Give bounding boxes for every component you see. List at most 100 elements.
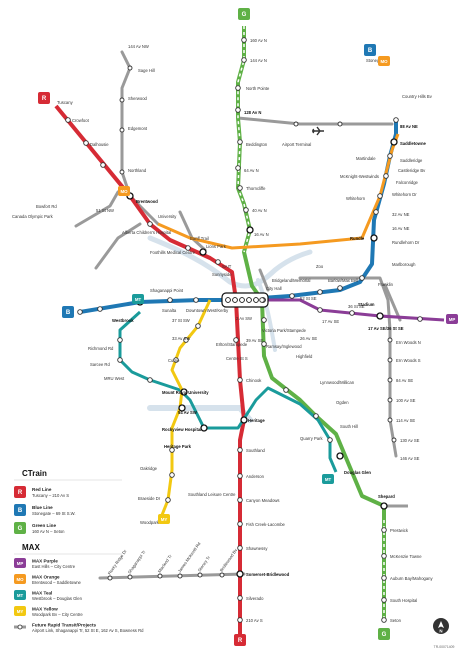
label-sherwood: Sherwood <box>128 96 148 101</box>
label-144av: 144 Av N <box>250 58 267 63</box>
svg-text:MAX Purple: MAX Purple <box>32 559 58 564</box>
label-stonegate: Stonegate <box>366 58 386 63</box>
label-macleod: Macleod Tr <box>157 553 173 573</box>
legend: CTrain R Red Line Tuscany – 210 Av S B B… <box>14 469 144 633</box>
label-128av: 128 Av N <box>244 110 261 115</box>
label-37st: 37 St SW <box>172 318 190 323</box>
label-beddington: Beddington <box>246 142 268 147</box>
svg-text:G: G <box>18 526 23 532</box>
badge-blue-ne: B <box>364 44 376 56</box>
label-16av: 16 Av N <box>254 232 269 237</box>
label-whitehorn: Whitehorn <box>346 196 366 201</box>
svg-text:Blue Line: Blue Line <box>32 505 53 510</box>
label-rocky-ridge: Rocky Ridge Dr <box>107 548 128 575</box>
svg-text:MT: MT <box>325 477 332 482</box>
badge-yellow-south: MY <box>158 514 170 524</box>
max-teal <box>118 310 338 473</box>
label-whitehorn-dr: Whitehorn Dr <box>392 192 417 197</box>
label-foothills: Foothills Medical Centre <box>150 250 196 255</box>
label-braeside: Braeside Dr <box>138 496 161 501</box>
legend-blue: B Blue Line Stonegate – 69 St S.W. <box>14 504 76 516</box>
label-northland: Northland <box>128 168 147 173</box>
legend-yellow: MY MAX Yellow Woodpark Bv – City Centre <box>14 606 83 617</box>
svg-text:B: B <box>66 310 71 316</box>
label-silverado: Silverado <box>246 596 264 601</box>
label-university: University <box>158 214 177 219</box>
label-shawnessy: Shawnessy <box>246 546 268 551</box>
svg-text:Woodpark Bv – City Centre: Woodpark Bv – City Centre <box>32 612 83 617</box>
label-oakridge: Oakridge <box>140 466 158 471</box>
label-woodpark: Woodpark Bv <box>140 520 166 525</box>
label-city-hall: City Hall <box>266 286 282 291</box>
label-17av-36st: 17 Av SE/36 St SE <box>368 326 404 331</box>
label-castleridge: Castleridge Bv <box>398 168 426 173</box>
label-36st: 36 St SE <box>348 304 365 309</box>
label-edgemont: Edgemont <box>128 126 148 131</box>
label-tuscany: Tuscany <box>57 100 74 105</box>
legend-teal: MT MAX Teal Westbrook – Douglas Glen <box>14 590 83 601</box>
label-downtown-west: Downtown West/Kerby <box>186 308 229 313</box>
airplane-icon <box>312 126 324 136</box>
label-southland: Southland <box>246 448 266 453</box>
label-brentwood: Brentwood <box>136 199 158 204</box>
svg-text:MT: MT <box>17 593 24 598</box>
label-sunnyside: Sunnyside <box>212 272 232 277</box>
label-crowfoot: Crowfoot <box>72 118 90 123</box>
label-banff-trail: Banff Trail <box>190 236 209 241</box>
label-martindale: Martindale <box>356 156 376 161</box>
label-ramsay: Ramsay/Inglewood <box>266 344 302 349</box>
label-39av: 39 Av SE <box>246 338 263 343</box>
label-33av: 33 Av SW <box>172 336 190 341</box>
label-centre: Centre St S <box>226 356 248 361</box>
label-dalhousie: Dalhousie <box>90 142 109 147</box>
max-yellow <box>158 299 212 521</box>
label-barlow: Barlow/Max Bell <box>328 278 358 283</box>
label-rundle: Rundle <box>350 236 365 241</box>
label-bridgeland: Bridgeland/Memorial <box>272 278 310 283</box>
svg-text:MO: MO <box>380 59 388 64</box>
badge-red-nw: R <box>38 92 50 104</box>
svg-text:R: R <box>238 638 243 644</box>
label-100av: 100 Av SE <box>396 398 416 403</box>
label-ern-n: Ern Woods N <box>396 340 421 345</box>
label-richmond: Richmond Rd <box>88 346 114 351</box>
svg-text:R: R <box>18 490 23 496</box>
label-stoney-tr: Stoney Tr <box>197 555 212 573</box>
label-84av: 84 Av SE <box>396 378 413 383</box>
label-sunalta: Sunalta <box>162 308 177 313</box>
legend-green: G Green Line 160 Av N – Seton <box>14 522 65 534</box>
badge-teal-west: MT <box>132 294 144 304</box>
label-shaganappi-tr: Shaganappi Tr <box>127 549 147 575</box>
label-160av: 160 Av N <box>250 38 267 43</box>
label-210av: 210 Av S <box>246 618 263 623</box>
svg-text:Airport Link, Shaganappi Tr, 5: Airport Link, Shaganappi Tr, 52 St E, 16… <box>32 628 144 633</box>
svg-text:Stonegate – 69 St S.W.: Stonegate – 69 St S.W. <box>32 511 76 516</box>
label-54av: 54 Av SW <box>178 410 197 415</box>
sw-future-labels: Rocky Ridge Dr Shaganappi Tr Macleod Tr … <box>107 541 239 576</box>
badge-red-south: R <box>234 634 246 646</box>
badge-blue-west: B <box>62 306 74 318</box>
label-currie: Currie <box>168 358 180 363</box>
label-south-hospital: South Hospital <box>390 598 417 603</box>
label-lions-park: Lions Park <box>206 244 227 249</box>
label-marlborough: Marlborough <box>392 262 416 267</box>
label-ern-s: Ern Woods S <box>396 358 421 363</box>
badge-green-north: G <box>238 8 250 20</box>
label-rockyview: Rockyview Hospital <box>162 427 201 432</box>
label-quarry: Quarry Park <box>300 436 323 441</box>
label-51st: 51 St NW <box>96 208 114 213</box>
label-bridlewood: Bridlewood Bv <box>219 547 239 573</box>
label-south-hill: South Hill <box>340 424 358 429</box>
badge-orange-brentwood: MO <box>118 186 130 196</box>
green-line <box>236 26 386 620</box>
terminus-badges: G G R R B B MO MO <box>38 8 458 646</box>
legend-max-title: MAX <box>22 543 40 552</box>
svg-text:B: B <box>18 508 23 514</box>
label-mckenzie: McKenzie Towne <box>390 554 422 559</box>
label-country-hills: Country Hills Bv <box>402 94 433 99</box>
badge-orange-saddletowne: MO <box>378 56 390 66</box>
svg-text:Green Line: Green Line <box>32 523 56 528</box>
label-sait: SAIT <box>222 264 232 269</box>
label-144av-nw: 144 Av NW <box>128 44 149 49</box>
